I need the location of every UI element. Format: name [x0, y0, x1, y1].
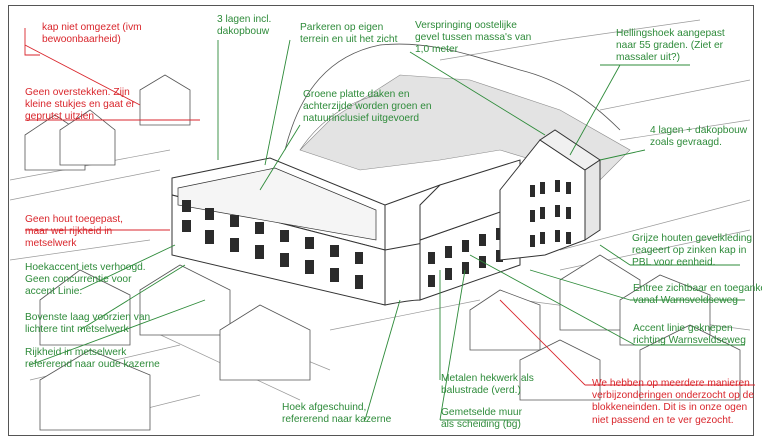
note-hout: Geen hout toegepast, maar wel rijkheid i… [25, 214, 123, 250]
note-grijze: Grijze houten gevelkleding reageert op z… [632, 233, 753, 269]
note-entree: Entree zichtbaar en toegankel vanaf Warn… [633, 283, 762, 307]
note-hoek-afgeschuind: Hoek afgeschuind, refererend naar kazern… [282, 402, 392, 426]
note-rijkheid: Rijkheid in metselwerk refererend naar o… [25, 347, 160, 371]
note-gemetselde-muur: Gemetselde muur als scheiding (bg) [441, 407, 522, 431]
diagram-frame [8, 5, 754, 436]
note-verspringing: Verspringing oostelijke gevel tussen mas… [415, 20, 532, 56]
note-accent-linie: Accent linie geknepen richting Warnsveld… [633, 323, 746, 347]
gabled-block [499, 129, 601, 261]
note-lagen-3: 3 lagen incl. dakopbouw [217, 14, 272, 38]
note-hoekaccent: Hoekaccent iets verhoogd. Geen concurren… [25, 262, 146, 298]
note-kap: kap niet omgezet (ivm bewoonbaarheid) [42, 22, 142, 46]
note-meerdere-manieren: We hebben op meerdere manieren verbijzon… [592, 378, 754, 426]
note-overstekken: Geen overstekken. Zijn kleine stukjes en… [25, 87, 135, 123]
surrounding-houses [24, 74, 741, 431]
hill-outline [284, 43, 621, 151]
note-parkeren: Parkeren op eigen terrein en uit het zic… [300, 22, 398, 46]
note-bovenste-laag: Bovenste laag voorzien van lichtere tint… [25, 312, 151, 336]
note-metalen-hekwerk: Metalen hekwerk als balustrade (verd.) [441, 373, 534, 397]
note-hellingshoek: Hellingshoek aangepast naar 55 graden. (… [616, 28, 725, 64]
note-lagen-4: 4 lagen + dakopbouw zoals gevraagd. [650, 125, 748, 149]
note-groene-daken: Groene platte daken en achterzijde worde… [303, 89, 432, 125]
left-block-windows [182, 200, 363, 289]
gabled-block-windows [530, 180, 571, 247]
